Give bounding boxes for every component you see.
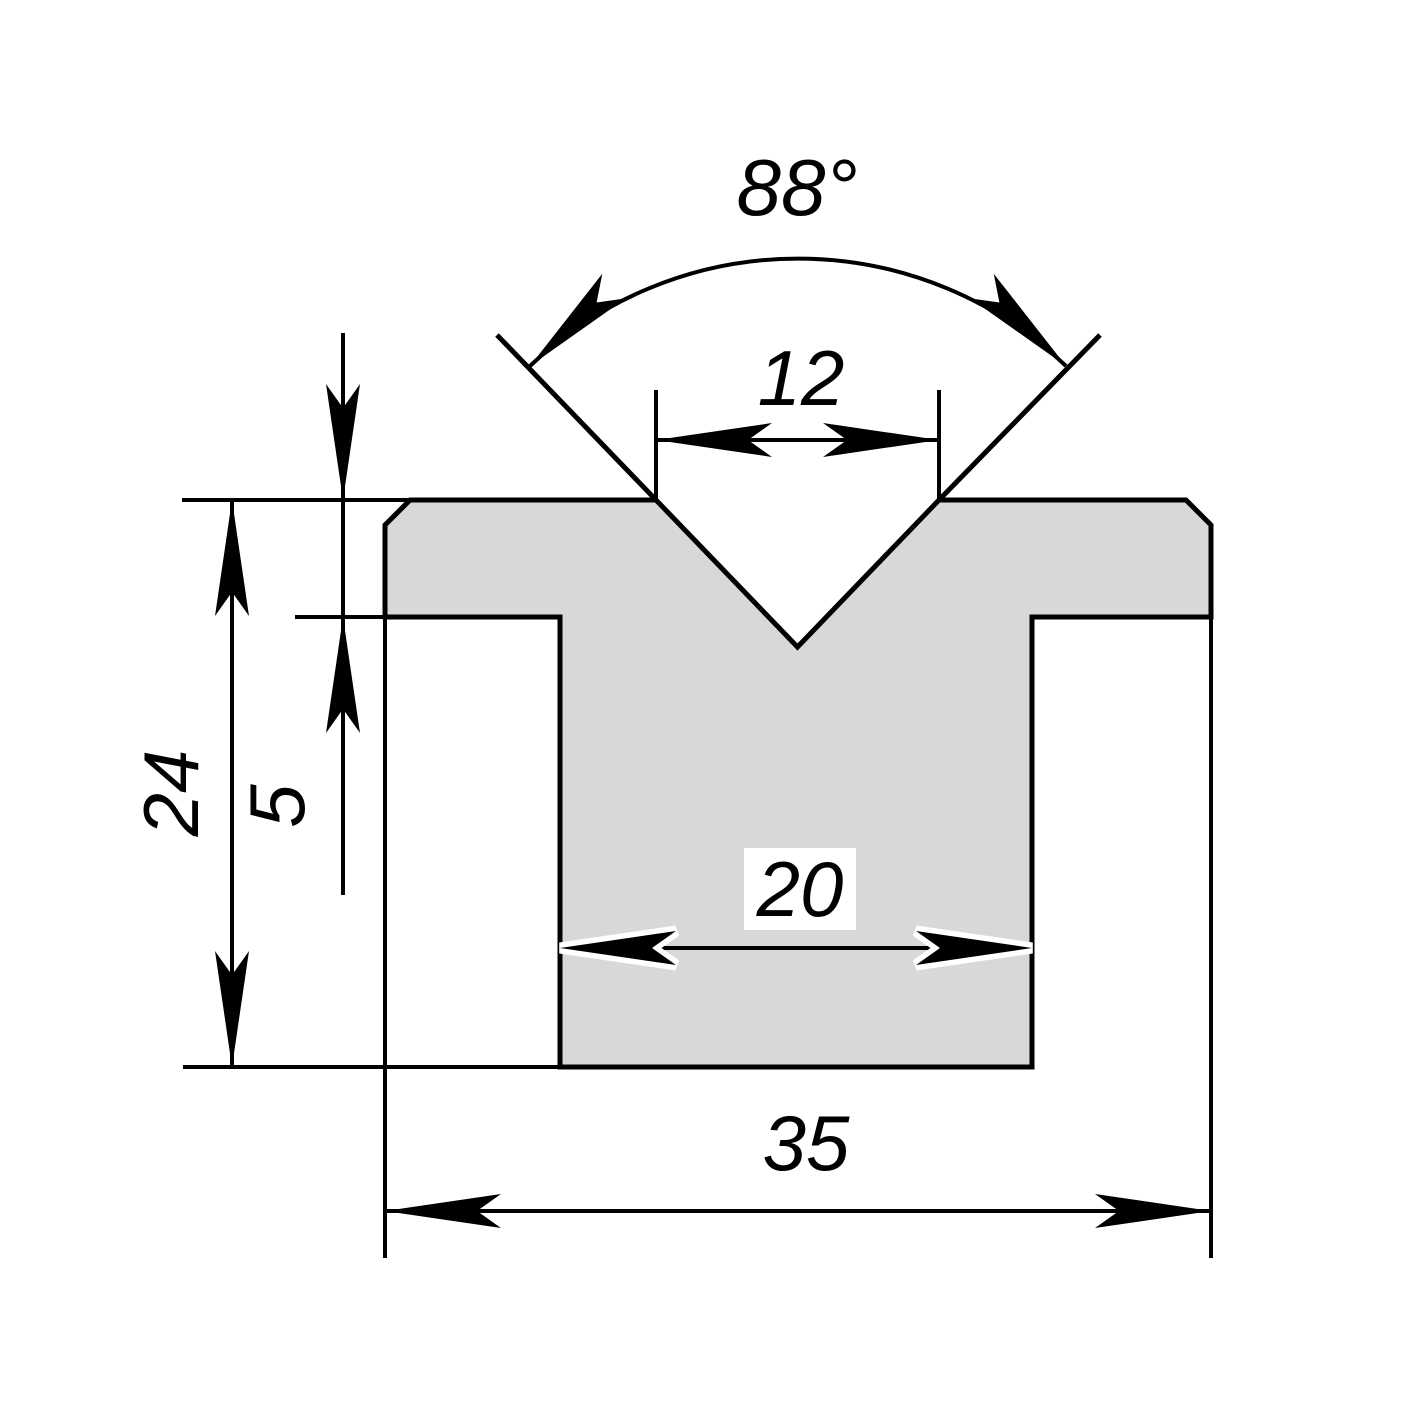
groove-flank-extension-left [495, 333, 658, 502]
dim-groove-opening: 12 [654, 334, 941, 500]
part-body-section [382, 497, 1214, 1070]
dim-stem-width: 20 [560, 845, 1032, 965]
dim-total-height-label: 24 [127, 750, 215, 838]
arrowhead-icon [970, 273, 1078, 379]
dim-flange-depth-label: 5 [233, 784, 321, 828]
dim-total-width: 35 [383, 527, 1213, 1258]
dim-total-width-label: 35 [763, 1099, 850, 1187]
dim-groove-angle-label: 88° [737, 143, 858, 232]
dim-stem-width-label: 20 [756, 845, 844, 933]
dim-total-height: 24 [127, 498, 656, 1069]
dim-groove-opening-label: 12 [758, 334, 845, 422]
dim-groove-angle: 88° [518, 143, 1078, 379]
label-background [744, 848, 856, 930]
dim-flange-depth: 5 [233, 333, 388, 895]
arrowhead-icon [518, 273, 626, 379]
groove-flank-extension-right [937, 333, 1102, 502]
